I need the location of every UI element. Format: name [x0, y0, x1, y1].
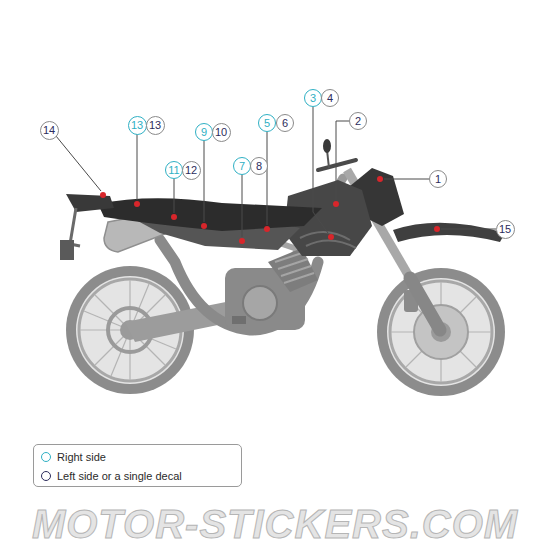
callout-text: 7	[234, 158, 250, 174]
callout-text: 1	[430, 171, 446, 187]
legend-sample	[41, 471, 51, 481]
legend-text: Right side	[57, 451, 106, 463]
callout-number: 6	[276, 114, 294, 132]
watermark-text: MOTOR-STICKERS.COM	[32, 502, 518, 546]
callout-number: 4	[321, 89, 339, 107]
drawing-part	[137, 134, 138, 200]
callout-text: 11	[166, 162, 182, 178]
callout-number: 13	[128, 116, 147, 135]
legend-sample	[41, 452, 51, 462]
exhaust-pipe	[160, 240, 318, 330]
drawing-part	[204, 141, 205, 222]
drawing-part	[377, 176, 383, 182]
seat	[98, 198, 322, 231]
callout-number: 8	[250, 157, 268, 175]
drawing-part	[275, 252, 314, 283]
callout-number: 14	[40, 121, 59, 140]
decal-dots	[100, 176, 440, 244]
drawing-part	[174, 179, 175, 213]
drawing-part	[336, 121, 349, 200]
legend: Right sideLeft side or a single decal	[33, 444, 242, 487]
shroud-stripe	[300, 232, 356, 248]
watermark: MOTOR-STICKERS.COM	[0, 502, 550, 547]
drawing-part	[410, 278, 440, 330]
tail	[66, 194, 114, 212]
drawing-part	[434, 226, 440, 232]
drawing-part	[242, 175, 243, 237]
drawing-part	[387, 278, 495, 386]
handlebar	[318, 139, 356, 170]
callout-text: 15	[497, 221, 514, 238]
drawing-part	[318, 160, 356, 170]
callout-number: 5	[258, 114, 276, 132]
callout-number: 3	[304, 89, 322, 107]
legend-entry: Right side	[34, 447, 241, 466]
callout-text: 8	[251, 158, 267, 174]
callout-text: 10	[213, 124, 230, 141]
legend-entry: Left side or a single decal	[34, 466, 241, 485]
drawing-part	[201, 223, 207, 229]
licence-plate	[60, 240, 74, 260]
drawing-part	[328, 234, 334, 240]
drawing-part	[333, 201, 339, 207]
drawing-part	[313, 107, 328, 233]
drawing-part	[384, 179, 429, 180]
callout-number: 7	[233, 157, 251, 175]
drawing-part	[100, 192, 106, 198]
callout-text: 13	[129, 117, 146, 134]
callout-number: 11	[165, 161, 183, 179]
drawing-part	[441, 229, 496, 230]
callout-text: 9	[196, 124, 212, 140]
callout-number: 9	[195, 123, 213, 141]
callout-number: 12	[182, 161, 201, 180]
callout-text: 5	[259, 115, 275, 131]
front-wheel	[377, 268, 505, 396]
drawing-part	[56, 136, 101, 191]
callout-number: 2	[349, 112, 367, 130]
callout-text: 14	[41, 122, 58, 139]
drawing-part	[284, 273, 314, 283]
callout-number: 13	[146, 116, 165, 135]
legend-text: Left side or a single decal	[57, 470, 182, 482]
callout-number: 10	[212, 123, 231, 142]
drawing-part	[134, 201, 140, 207]
callout-number: 1	[429, 170, 447, 188]
front-fender	[393, 223, 505, 242]
drawing-part	[323, 139, 331, 153]
drawing-part	[267, 132, 268, 225]
drawing-part	[264, 226, 270, 232]
drawing-part	[243, 286, 277, 320]
callout-text: 3	[305, 90, 321, 106]
engine	[225, 248, 318, 330]
callout-text: 6	[277, 115, 293, 131]
callout-text: 12	[183, 162, 200, 179]
callout-number: 15	[496, 220, 515, 239]
callout-text: 13	[147, 117, 164, 134]
drawing-part	[232, 316, 246, 324]
drawing-part	[171, 214, 177, 220]
leader-lines	[56, 107, 496, 237]
callout-text: 2	[350, 113, 366, 129]
drawing-part	[239, 238, 245, 244]
drawing-part	[377, 268, 505, 396]
callout-text: 4	[322, 90, 338, 106]
